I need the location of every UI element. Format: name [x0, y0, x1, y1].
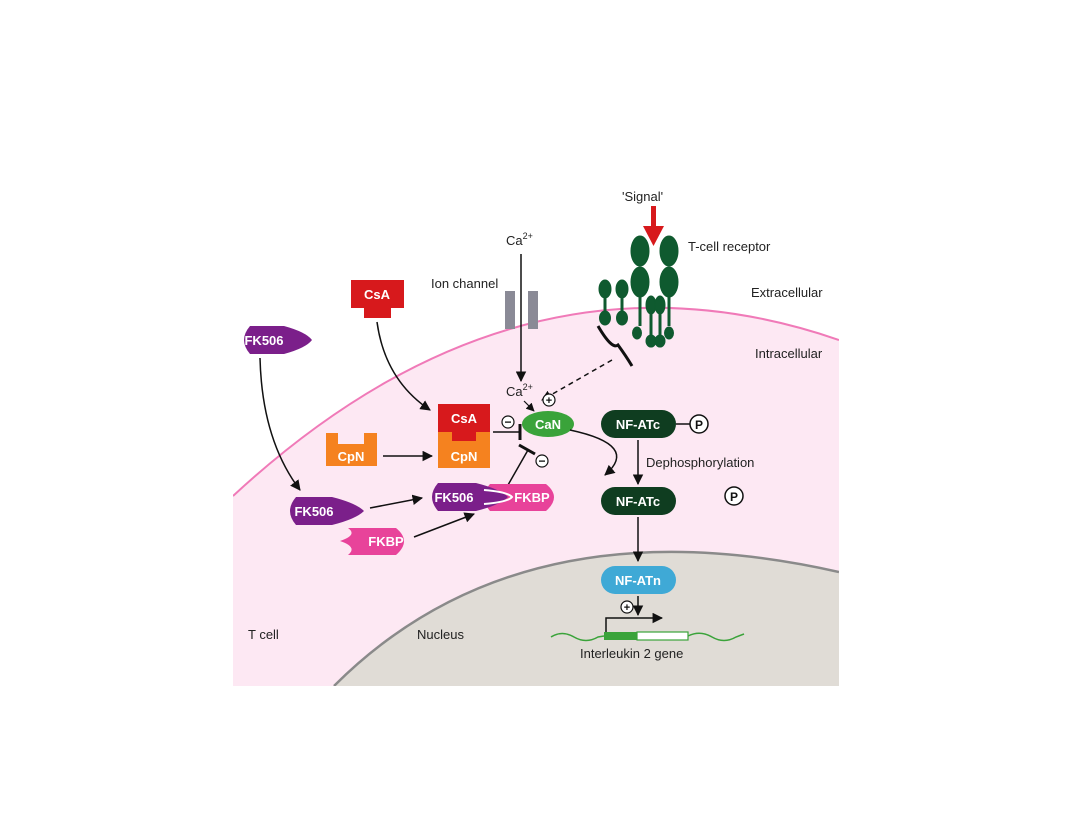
fk506-fkbp-inhibition — [507, 443, 536, 486]
svg-text:P: P — [695, 418, 703, 432]
svg-text:−: − — [538, 454, 545, 468]
dephosphorylation-label: Dephosphorylation — [646, 455, 754, 470]
nucleus-label: Nucleus — [417, 627, 464, 642]
svg-text:NF-ATc: NF-ATc — [616, 494, 660, 509]
fkbp-to-complex-arrow — [413, 512, 475, 538]
signal-label: 'Signal' — [622, 189, 663, 204]
calcium-intracellular-label: Ca2+ — [506, 382, 533, 399]
svg-text:CsA: CsA — [364, 287, 391, 302]
svg-text:NF-ATc: NF-ATc — [616, 417, 660, 432]
svg-text:CsA: CsA — [451, 411, 478, 426]
t-cell-receptor-label: T-cell receptor — [688, 239, 771, 254]
ion-channel-right — [528, 291, 538, 329]
svg-text:+: + — [546, 395, 552, 407]
fk506-intracellular: FK506 — [290, 497, 364, 525]
calcium-to-can-arrow — [523, 400, 535, 412]
signal-arrow — [643, 206, 664, 246]
nfatc-dephosphorylated: NF-ATc — [601, 487, 676, 515]
svg-text:CpN: CpN — [338, 449, 365, 464]
inhibition-minus-sign-fk506: − — [535, 454, 549, 468]
nuclear-envelope — [333, 550, 839, 686]
inhibition-minus-sign-csa: − — [501, 415, 515, 429]
ion-channel-label: Ion channel — [431, 276, 498, 291]
svg-text:NF-ATn: NF-ATn — [615, 573, 661, 588]
svg-text:−: − — [504, 415, 511, 429]
svg-text:FK506: FK506 — [434, 490, 473, 505]
csa-to-complex-arrow — [376, 321, 431, 411]
interleukin-2-gene — [550, 631, 745, 642]
fkbp-free: FKBP — [340, 528, 404, 555]
calcineurin: CaN — [522, 411, 574, 437]
fk506-entry-arrow — [259, 357, 301, 491]
svg-text:FKBP: FKBP — [368, 534, 404, 549]
csa-cpn-inhibition — [493, 424, 522, 440]
extracellular-label: Extracellular — [751, 285, 823, 300]
fk506-to-complex-arrow — [369, 494, 424, 509]
csa-cpn-complex: CsA CpN — [438, 404, 490, 468]
svg-text:FKBP: FKBP — [514, 490, 550, 505]
svg-text:FK506: FK506 — [244, 333, 283, 348]
svg-text:+: + — [624, 602, 630, 614]
fk506-fkbp-complex: FK506 FKBP — [432, 483, 554, 511]
t-cell-receptor — [596, 235, 679, 367]
t-cell-label: T cell — [248, 627, 279, 642]
svg-text:CpN: CpN — [451, 449, 478, 464]
svg-text:FK506: FK506 — [294, 504, 333, 519]
transcription-start-arrow — [605, 612, 664, 632]
phosphate-free: P — [724, 486, 744, 506]
activation-plus-sign: + — [542, 393, 556, 407]
svg-text:P: P — [730, 490, 738, 504]
csa-free: CsA — [351, 280, 404, 318]
ion-channel-left — [505, 291, 515, 329]
intracellular-label: Intracellular — [755, 346, 823, 361]
nucleus-region — [334, 551, 839, 686]
can-dephosphorylation-arrow — [569, 429, 618, 476]
receptor-to-can-arrow — [541, 359, 613, 401]
nfatc-phosphorylated: NF-ATc — [601, 410, 690, 438]
phosphate-bound: P — [689, 414, 709, 434]
fk506-free: FK506 — [244, 326, 312, 354]
calcium-extracellular-label: Ca2+ — [506, 231, 533, 248]
svg-text:CaN: CaN — [535, 417, 561, 432]
interleukin-2-gene-label: Interleukin 2 gene — [580, 646, 683, 661]
nfatn: NF-ATn — [601, 566, 676, 594]
transcription-plus-sign: + — [620, 600, 634, 614]
cpn-free: CpN — [326, 433, 377, 466]
